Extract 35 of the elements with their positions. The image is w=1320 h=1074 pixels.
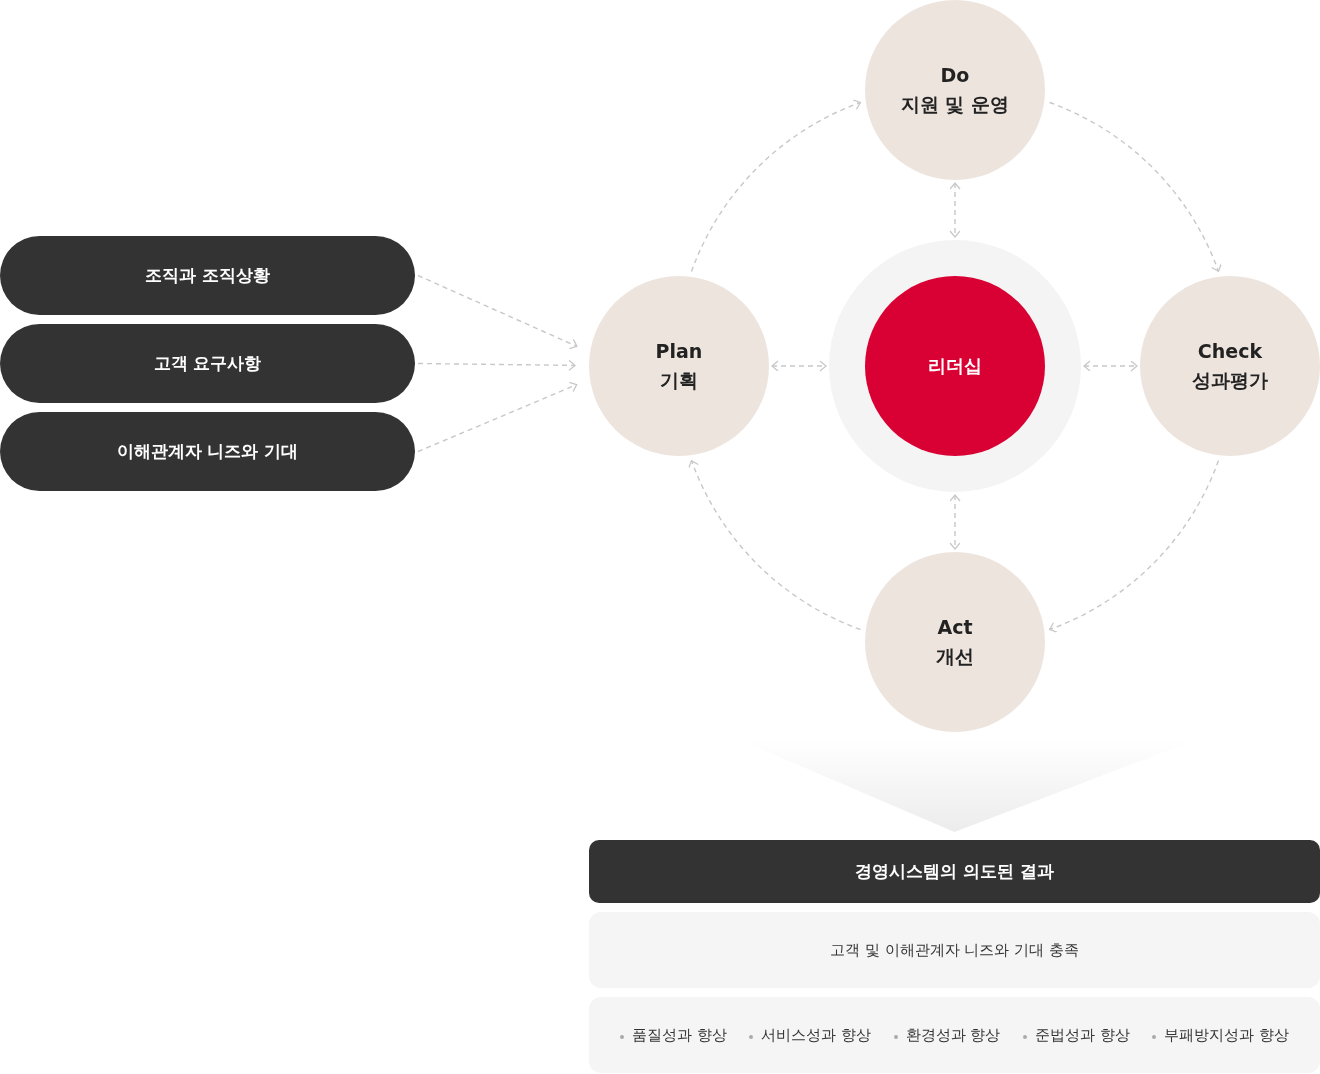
cycle-arrow [688, 459, 862, 631]
bullet-item: 품질성과 향상 [620, 1025, 727, 1045]
dashed-arrow [417, 381, 578, 453]
input-pill [0, 236, 415, 315]
input-pill [0, 412, 415, 491]
bullet-item: 부패방지성과 향상 [1151, 1025, 1289, 1045]
stage-label: 성과평가 [1192, 368, 1268, 393]
pill-label: 고객 요구사항 [153, 352, 262, 375]
bullet-item: 서비스성과 향상 [749, 1025, 872, 1045]
stage-title: Check [1197, 339, 1263, 364]
dashed-arrow [771, 360, 827, 372]
bullet-item: 환경성과 향상 [893, 1025, 1001, 1045]
header-label: 경영시스템의 의도된 결과 [855, 860, 1054, 883]
dashed-arrow [417, 359, 576, 371]
cycle-arrow [690, 99, 862, 273]
leadership-label: 리더십 [928, 354, 982, 378]
pill-label: 조직과 조직상황 [145, 264, 270, 287]
stage-label: 개선 [936, 644, 974, 669]
dashed-arrow [417, 274, 578, 350]
stage-label: 기획 [660, 368, 698, 393]
cycle-arrow [1048, 459, 1220, 633]
cycle-arrow [1048, 101, 1222, 273]
result-list-box [589, 997, 1320, 1073]
dashed-arrow [949, 182, 961, 238]
stage-title: Do [940, 63, 970, 88]
bullet-item: 준법성과 향상 [1022, 1025, 1130, 1045]
input-pill [0, 324, 415, 403]
stage-label: 지원 및 운영 [900, 92, 1010, 117]
dashed-arrow [949, 494, 961, 550]
dashed-arrow [1083, 360, 1138, 372]
result-header-box [589, 840, 1320, 903]
stage-title: Plan [655, 339, 703, 364]
result-label: 고객 및 이해관계자 니즈와 기대 충족 [830, 940, 1079, 960]
pill-label: 이해관계자 니즈와 기대 [116, 440, 299, 463]
stage-title: Act [937, 615, 973, 640]
